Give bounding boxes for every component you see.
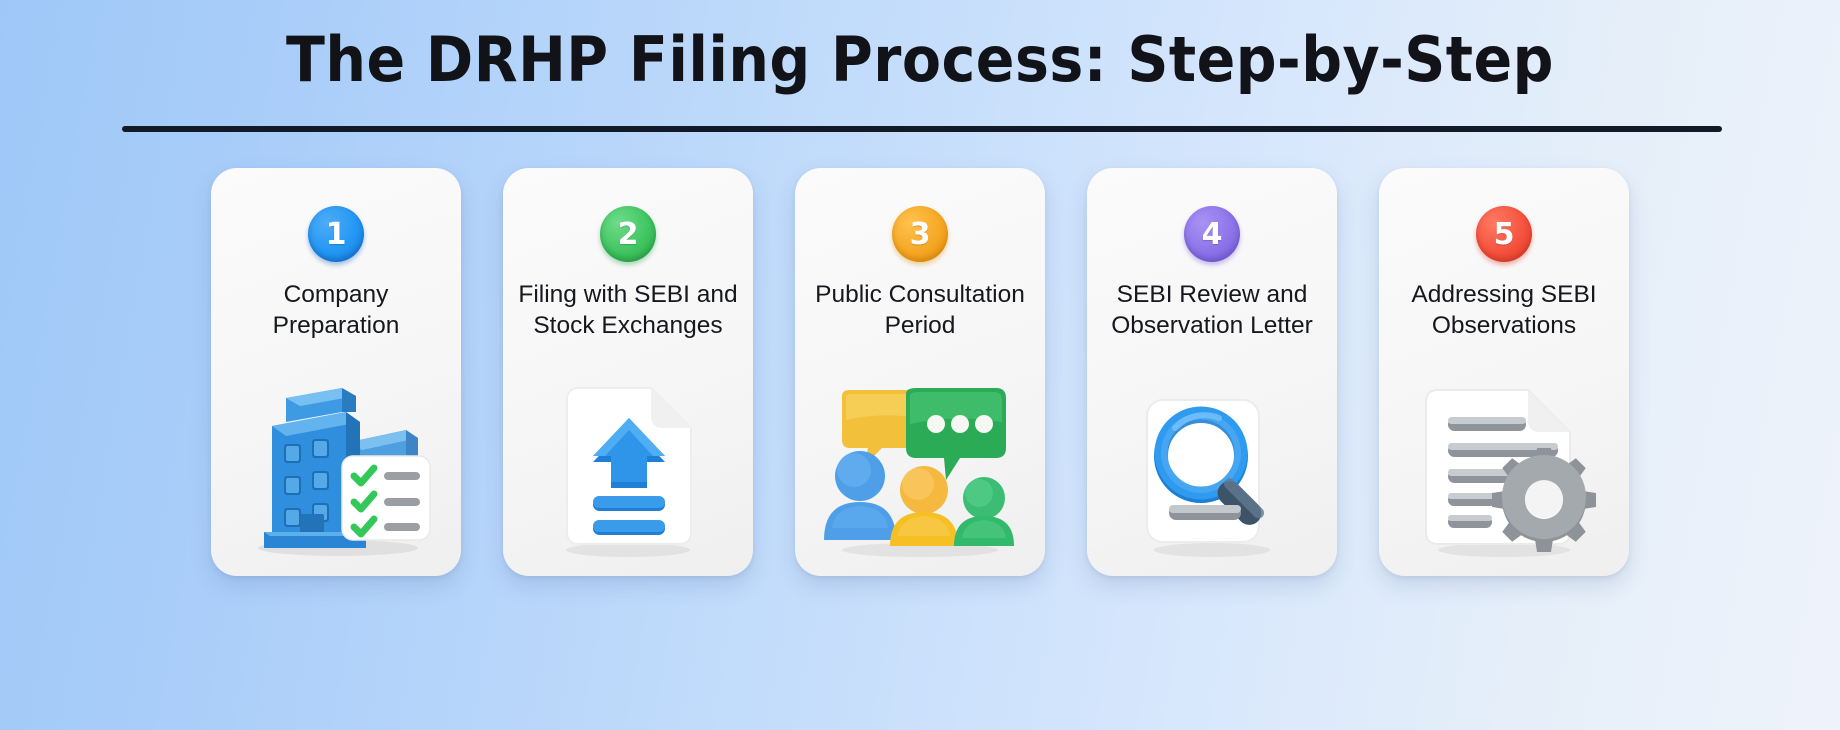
step-number-5: 5 xyxy=(1493,216,1515,252)
header: The DRHP Filing Process: Step-by-Step xyxy=(0,0,1840,94)
step-label-5: Addressing SEBI Observations xyxy=(1411,281,1597,339)
step-card-4[interactable]: 4 SEBI Review and Observation Letter xyxy=(1087,168,1337,576)
step-card-3[interactable]: 3 Public Consultation Period xyxy=(795,168,1045,576)
step-icon-2-wrap xyxy=(503,376,753,558)
step-badge-1: 1 xyxy=(308,206,364,262)
step-badge-2: 2 xyxy=(600,206,656,262)
step-number-4: 4 xyxy=(1201,216,1223,252)
step-card-5[interactable]: 5 Addressing SEBI Observations xyxy=(1379,168,1629,576)
step-icon-1-wrap xyxy=(211,376,461,558)
people-speech-bubbles-icon xyxy=(824,388,1014,557)
step-label-3: Public Consultation Period xyxy=(815,281,1025,339)
step-badge-3: 3 xyxy=(892,206,948,262)
step-number-1: 1 xyxy=(325,216,347,252)
step-icon-4-wrap xyxy=(1087,376,1337,558)
step-badge-4: 4 xyxy=(1184,206,1240,262)
step-number-3: 3 xyxy=(909,216,931,252)
step-badge-5: 5 xyxy=(1476,206,1532,262)
steps-row: 1 Company Preparation xyxy=(0,168,1840,576)
step-card-2[interactable]: 2 Filing with SEBI and Stock Exchanges xyxy=(503,168,753,576)
step-icon-5-wrap xyxy=(1379,376,1629,558)
document-magnifier-icon xyxy=(1146,399,1270,557)
page-title: The DRHP Filing Process: Step-by-Step xyxy=(286,23,1554,96)
title-divider xyxy=(122,126,1722,132)
step-label-1: Company Preparation xyxy=(272,281,400,339)
step-label-2: Filing with SEBI and Stock Exchanges xyxy=(518,281,738,339)
step-number-2: 2 xyxy=(617,216,639,252)
step-card-1[interactable]: 1 Company Preparation xyxy=(211,168,461,576)
document-upload-icon xyxy=(566,387,692,557)
office-building-checklist-icon xyxy=(258,388,431,556)
step-icon-3-wrap xyxy=(795,376,1045,558)
step-label-4: SEBI Review and Observation Letter xyxy=(1111,281,1313,339)
document-gear-icon xyxy=(1425,389,1596,557)
